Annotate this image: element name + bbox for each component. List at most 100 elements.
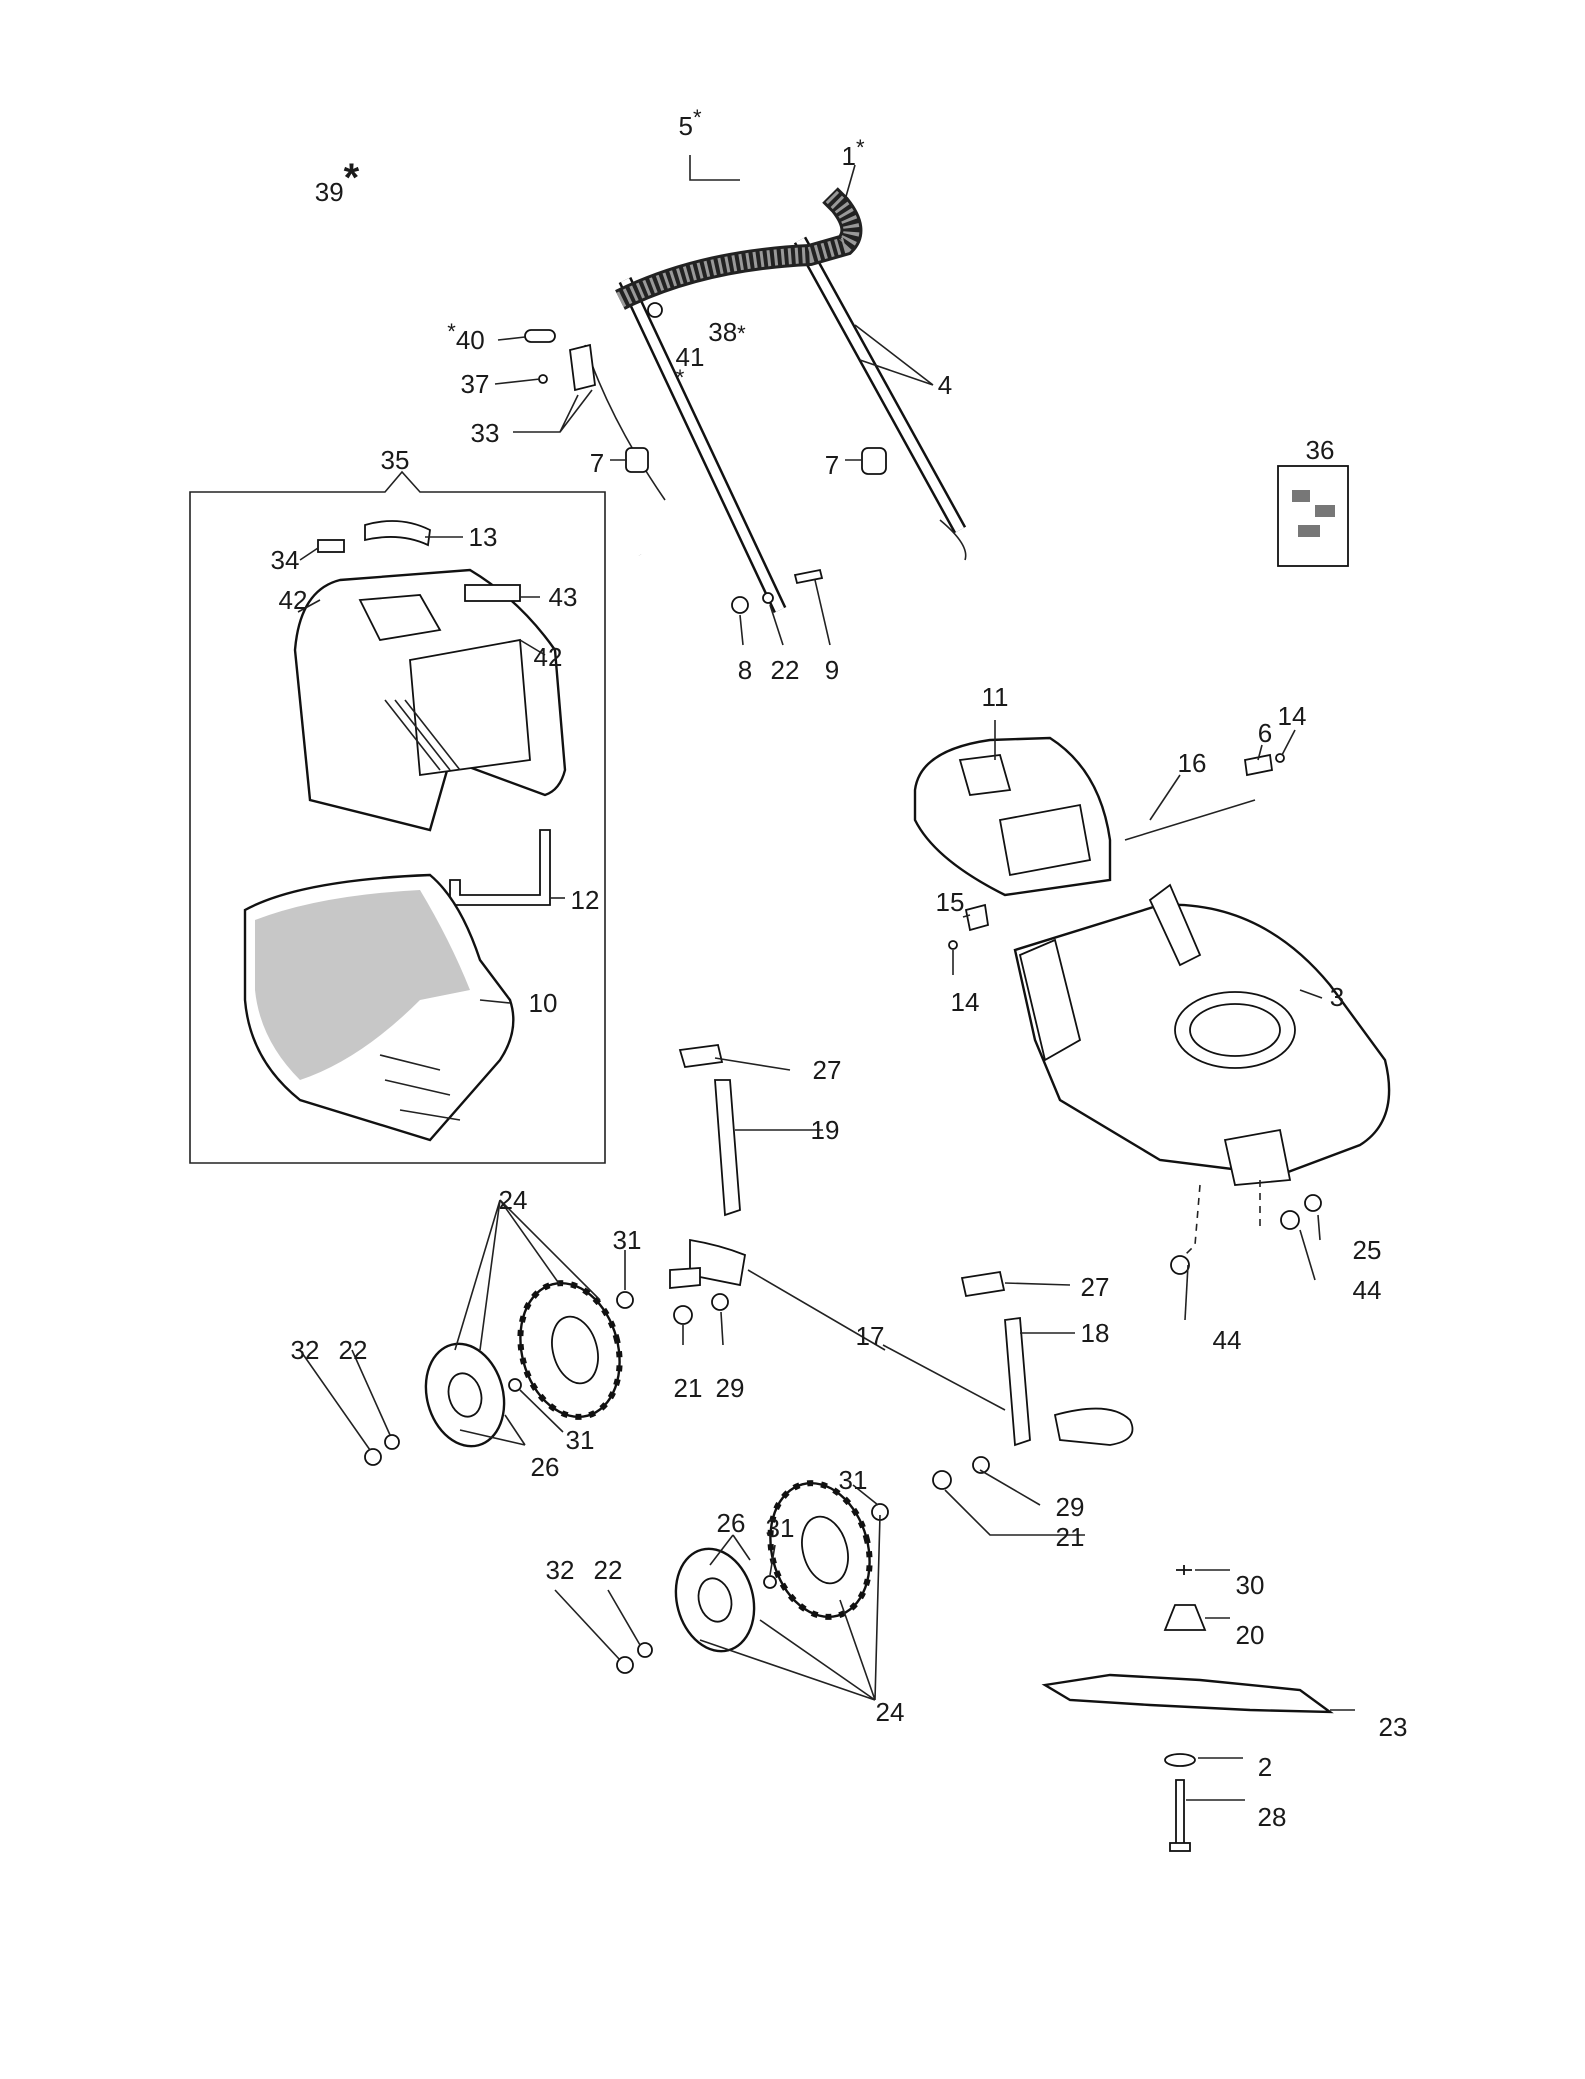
callout-21-front: 21 (673, 1373, 703, 1403)
callout-7-right: 7 (824, 450, 840, 480)
callout-12: 12 (570, 885, 600, 915)
part-41 (647, 302, 663, 318)
callout-7-left: 7 (589, 448, 605, 478)
callout-42-left: 42 (278, 585, 308, 615)
callout-44-right: 44 (1352, 1275, 1382, 1305)
part-28 (1175, 1779, 1185, 1846)
part-15 (964, 903, 990, 932)
callout-35: 35 (380, 445, 410, 475)
callout-43: 43 (548, 582, 578, 612)
callout-4: 4 (937, 370, 953, 400)
callout-18: 18 (1080, 1318, 1110, 1348)
part-37 (538, 374, 548, 384)
part-32a (364, 1448, 382, 1466)
part-20 (1163, 1604, 1207, 1631)
callout-27-front: 27 (812, 1055, 842, 1085)
callout-22-handle: 22 (770, 655, 800, 685)
callout-29-front: 29 (715, 1373, 745, 1403)
callout-32-rear: 32 (545, 1555, 575, 1585)
mower-deck (1013, 883, 1391, 1261)
height-adjuster-rear (932, 1270, 1134, 1490)
part-18 (1004, 1316, 1031, 1447)
callout-22-front: 22 (338, 1335, 368, 1365)
grass-bag (243, 873, 515, 1142)
part-22b (637, 1642, 653, 1658)
callout-27-rear: 27 (1080, 1272, 1110, 1302)
part-8 (731, 596, 749, 614)
handle-assembly (567, 154, 967, 613)
part-19 (714, 1079, 741, 1217)
deck-fasteners (1170, 1194, 1322, 1275)
callout-19: 19 (810, 1115, 840, 1145)
callout-21-rear: 21 (1055, 1522, 1085, 1552)
callout-14-top: 14 (1277, 701, 1307, 731)
part-2 (1164, 1753, 1196, 1767)
callout-11: 11 (981, 682, 1009, 712)
part-31d (763, 1575, 777, 1589)
callout-6: 6 (1257, 718, 1273, 748)
callout-31-rear-bottom: 31 (765, 1513, 795, 1543)
part-13 (364, 520, 431, 547)
callout-31-rear-top: 31 (838, 1465, 868, 1495)
callout-28: 28 (1257, 1802, 1287, 1832)
grass-catcher-top (293, 520, 567, 906)
sticker-36 (1277, 465, 1349, 567)
part-9 (793, 568, 824, 585)
part-34 (317, 539, 345, 553)
callout-40: *40 (447, 319, 485, 355)
callout-39: 39* (314, 156, 360, 207)
callout-25: 25 (1352, 1235, 1382, 1265)
part-43 (464, 584, 521, 602)
part-31a (616, 1291, 634, 1309)
part-6 (1243, 753, 1274, 777)
callout-33: 33 (470, 418, 500, 448)
part-29b (972, 1456, 990, 1474)
part-32b (616, 1656, 634, 1674)
part-30 (1176, 1565, 1192, 1575)
part-27a (678, 1044, 724, 1068)
motor-cover (913, 736, 1285, 950)
callout-42-right: 42 (533, 642, 563, 672)
callout-30: 30 (1235, 1570, 1265, 1600)
callout-16: 16 (1177, 748, 1207, 778)
part-44b (1280, 1210, 1300, 1230)
callout-24-rear: 24 (875, 1697, 905, 1727)
part-23 (1041, 1673, 1334, 1714)
callout-8: 8 (737, 655, 753, 685)
callout-24-front: 24 (498, 1185, 528, 1215)
callout-36: 36 (1305, 435, 1335, 465)
callout-22-rear: 22 (593, 1555, 623, 1585)
front-wheel (364, 1280, 634, 1466)
callout-31-front-bottom: 31 (565, 1425, 595, 1455)
callout-5: 5* (678, 105, 702, 141)
callout-2: 2 (1257, 1752, 1273, 1782)
leader-17a (747, 1269, 886, 1351)
callout-17: 17 (855, 1321, 885, 1351)
blade-assembly (1041, 1565, 1334, 1852)
callout-15: 15 (935, 887, 965, 917)
callout-41: 41 (675, 342, 705, 372)
callout-34: 34 (270, 545, 300, 575)
part-25 (1304, 1194, 1322, 1212)
grass-catcher-frame (189, 470, 606, 1164)
callout-31-front-top: 31 (612, 1225, 642, 1255)
callout-14-bottom: 14 (950, 987, 980, 1017)
part-40 (524, 329, 556, 343)
part-22a (384, 1434, 400, 1450)
leader-lines (297, 155, 1355, 1801)
callout-10: 10 (528, 988, 558, 1018)
part-31b (508, 1378, 522, 1392)
part-7a (625, 447, 649, 473)
part-22-handle (762, 592, 774, 604)
callout-29-rear: 29 (1055, 1492, 1085, 1522)
part-21b (932, 1470, 952, 1490)
part-27b (960, 1270, 1006, 1298)
callout-26-front: 26 (530, 1452, 560, 1482)
part-14a (1275, 753, 1285, 763)
callout-13: 13 (468, 522, 498, 552)
rear-wheel (616, 1480, 889, 1674)
part-12 (449, 829, 551, 906)
part-21a (673, 1305, 693, 1325)
callout-23: 23 (1378, 1712, 1408, 1742)
